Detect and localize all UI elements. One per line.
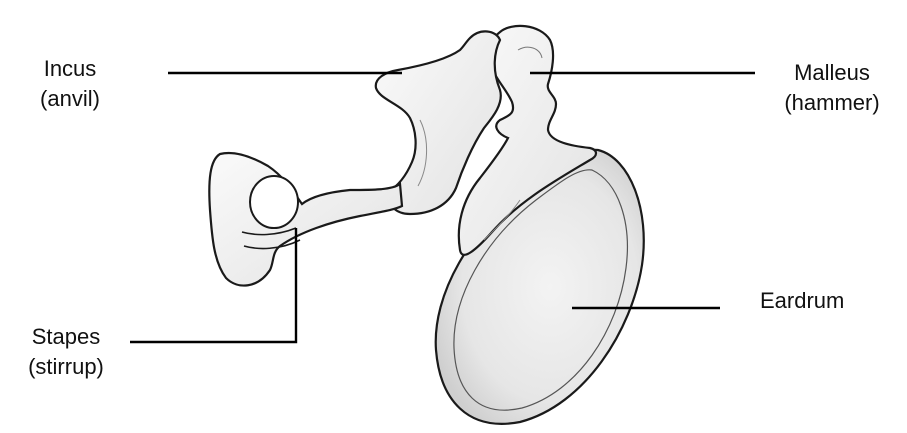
- malleus-detail: (hammer): [765, 88, 899, 118]
- stapes-label: Stapes (stirrup): [4, 322, 128, 382]
- malleus-name: Malleus: [765, 58, 899, 88]
- incus-detail: (anvil): [14, 84, 126, 114]
- incus-name: Incus: [14, 54, 126, 84]
- stapes-detail: (stirrup): [4, 352, 128, 382]
- stapes-name: Stapes: [4, 322, 128, 352]
- stapes-shape: [209, 153, 402, 286]
- eardrum-label: Eardrum: [760, 286, 872, 316]
- eardrum-name: Eardrum: [760, 286, 872, 316]
- incus-label: Incus (anvil): [14, 54, 126, 114]
- malleus-label: Malleus (hammer): [765, 58, 899, 118]
